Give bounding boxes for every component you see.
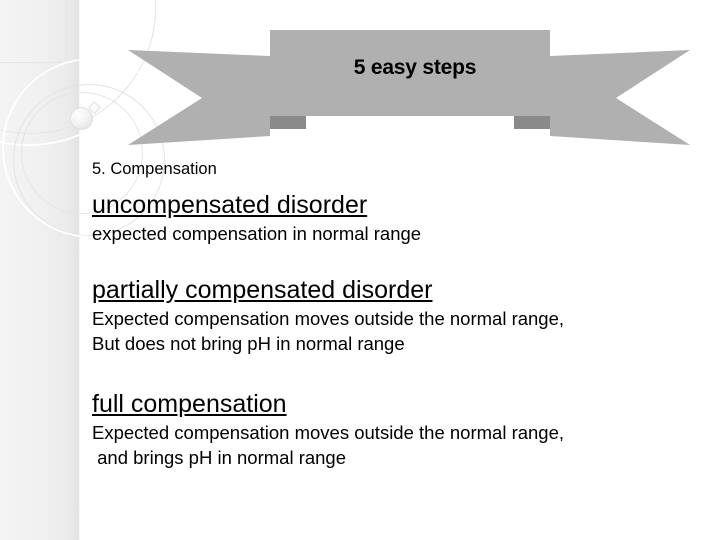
ribbon-center-panel	[270, 30, 550, 116]
decorative-diamond	[88, 101, 101, 114]
heading-full-compensation: full compensation	[92, 389, 287, 418]
heading-partially-compensated-disorder: partially compensated disorder	[92, 275, 433, 304]
ribbon-right-fold	[514, 116, 550, 129]
ribbon-right-tail	[550, 50, 690, 145]
ribbon-banner-shape	[110, 24, 710, 152]
sidebar-edge-divider	[78, 0, 80, 540]
body-uncompensated-line-1: expected compensation in normal range	[92, 223, 422, 245]
body-partial-line-1: Expected compensation moves outside the …	[92, 308, 565, 330]
banner-title: 5 easy steps	[353, 56, 477, 79]
ribbon-left-fold	[270, 116, 306, 129]
body-full-line-2: and brings pH in normal range	[92, 446, 347, 468]
step-label: 5. Compensation	[92, 160, 217, 178]
section-uncompensated-disorder: uncompensated disorder expected compensa…	[92, 190, 712, 247]
section-partially-compensated-disorder: partially compensated disorder Expected …	[92, 275, 712, 357]
section-full-compensation: full compensation Expected compensation …	[92, 389, 712, 471]
body-partial-line-2: But does not bring pH in normal range	[92, 332, 405, 354]
slide-body: 5. Compensation uncompensated disorder e…	[92, 160, 712, 475]
body-full-line-1: Expected compensation moves outside the …	[92, 422, 565, 444]
heading-uncompensated-disorder: uncompensated disorder	[92, 190, 368, 219]
ribbon-left-tail	[128, 50, 270, 145]
decorative-sidebar-panel	[0, 0, 79, 540]
